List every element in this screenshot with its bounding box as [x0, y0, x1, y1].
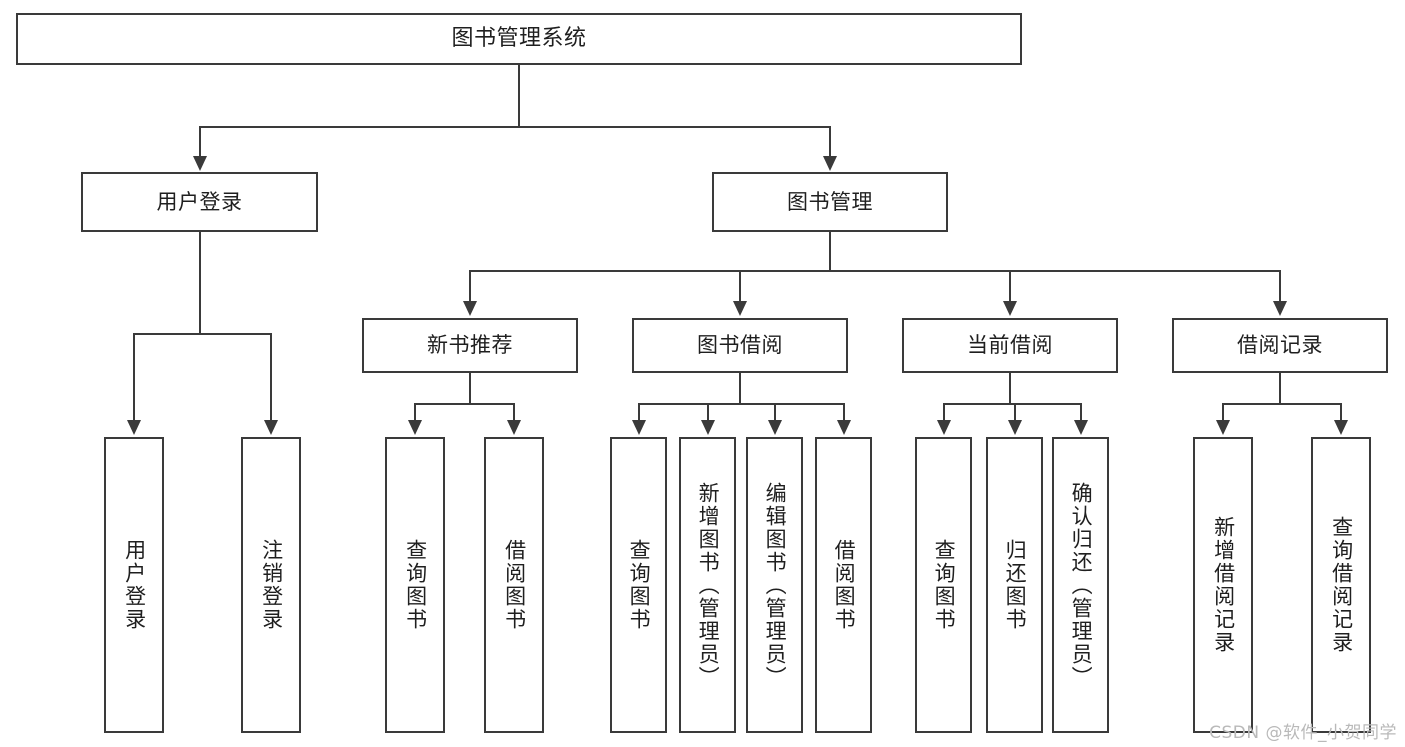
connector-current-bar [943, 403, 1080, 405]
leaf-borrow-query-book[interactable]: 查询图书 [610, 437, 667, 733]
arrowhead-current-3 [1074, 420, 1088, 435]
connector-book-mgmt-bar [469, 270, 1280, 272]
arrowhead-record-2 [1334, 420, 1348, 435]
node-label: 确认归还（管理员） [1069, 481, 1094, 689]
node-label: 新增借阅记录 [1211, 516, 1236, 654]
leaf-current-confirm-return[interactable]: 确认归还（管理员） [1052, 437, 1109, 733]
node-current-borrow[interactable]: 当前借阅 [902, 318, 1118, 373]
node-new-book-recommend[interactable]: 新书推荐 [362, 318, 578, 373]
arrowhead-borrow-1 [632, 420, 646, 435]
node-label: 用户登录 [122, 539, 147, 631]
connector-user-login-drop-2 [270, 333, 272, 422]
node-label: 借阅图书 [502, 539, 527, 631]
arrowhead-book-mgmt-3 [1003, 301, 1017, 316]
connector-user-login-stem [199, 232, 201, 334]
node-book-management[interactable]: 图书管理 [712, 172, 948, 232]
connector-user-login-bar [133, 333, 271, 335]
arrowhead-current-2 [1008, 420, 1022, 435]
connector-user-login-drop-1 [133, 333, 135, 422]
connector-book-mgmt-drop-2 [739, 270, 741, 303]
connector-borrow-bar [638, 403, 845, 405]
connector-current-drop-2 [1014, 403, 1016, 422]
leaf-recommend-borrow-book[interactable]: 借阅图书 [484, 437, 544, 733]
connector-record-drop-1 [1222, 403, 1224, 422]
connector-record-stem [1279, 373, 1281, 404]
leaf-user-login-logout[interactable]: 注销登录 [241, 437, 301, 733]
leaf-record-query-record[interactable]: 查询借阅记录 [1311, 437, 1371, 733]
node-label: 归还图书 [1003, 539, 1028, 631]
arrowhead-recommend-2 [507, 420, 521, 435]
arrowhead-to-user-login [193, 156, 207, 171]
leaf-borrow-add-book[interactable]: 新增图书（管理员） [679, 437, 736, 733]
connector-borrow-drop-2 [707, 403, 709, 422]
node-borrow-record[interactable]: 借阅记录 [1172, 318, 1388, 373]
arrowhead-borrow-2 [701, 420, 715, 435]
connector-recommend-stem [469, 373, 471, 404]
arrowhead-book-mgmt-4 [1273, 301, 1287, 316]
node-user-login[interactable]: 用户登录 [81, 172, 318, 232]
connector-book-mgmt-drop-4 [1279, 270, 1281, 303]
node-label: 图书管理 [787, 189, 873, 214]
node-label: 用户登录 [156, 189, 243, 214]
leaf-recommend-query-book[interactable]: 查询图书 [385, 437, 445, 733]
arrowhead-current-1 [937, 420, 951, 435]
node-label: 查询图书 [932, 539, 957, 631]
leaf-current-query-book[interactable]: 查询图书 [915, 437, 972, 733]
connector-book-mgmt-drop-3 [1009, 270, 1011, 303]
connector-recommend-drop-2 [513, 403, 515, 422]
arrowhead-borrow-3 [768, 420, 782, 435]
connector-root-stem [518, 65, 520, 127]
connector-recommend-drop-1 [414, 403, 416, 422]
arrowhead-to-book-management [823, 156, 837, 171]
arrowhead-book-mgmt-2 [733, 301, 747, 316]
connector-root-bar [199, 126, 831, 128]
leaf-current-return-book[interactable]: 归还图书 [986, 437, 1043, 733]
node-label: 查询图书 [403, 539, 428, 631]
node-label: 借阅记录 [1237, 333, 1323, 358]
arrowhead-borrow-4 [837, 420, 851, 435]
connector-record-bar [1222, 403, 1342, 405]
node-label: 查询图书 [627, 539, 652, 631]
connector-to-book-management [829, 126, 831, 158]
arrowhead-user-login-2 [264, 420, 278, 435]
connector-borrow-stem [739, 373, 741, 404]
leaf-borrow-edit-book[interactable]: 编辑图书（管理员） [746, 437, 803, 733]
arrowhead-record-1 [1216, 420, 1230, 435]
connector-borrow-drop-1 [638, 403, 640, 422]
connector-borrow-drop-4 [843, 403, 845, 422]
node-label: 新书推荐 [427, 333, 513, 358]
node-label: 查询借阅记录 [1329, 516, 1354, 654]
leaf-user-login-login[interactable]: 用户登录 [104, 437, 164, 733]
connector-borrow-drop-3 [774, 403, 776, 422]
node-label: 编辑图书（管理员） [763, 481, 788, 689]
arrowhead-book-mgmt-1 [463, 301, 477, 316]
arrowhead-recommend-1 [408, 420, 422, 435]
leaf-record-add-record[interactable]: 新增借阅记录 [1193, 437, 1253, 733]
node-book-borrow[interactable]: 图书借阅 [632, 318, 848, 373]
connector-to-user-login [199, 126, 201, 158]
connector-current-stem [1009, 373, 1011, 404]
connector-book-mgmt-stem [829, 232, 831, 271]
connector-current-drop-3 [1080, 403, 1082, 422]
node-label: 图书借阅 [697, 333, 783, 358]
arrowhead-user-login-1 [127, 420, 141, 435]
leaf-borrow-borrow-book[interactable]: 借阅图书 [815, 437, 872, 733]
connector-book-mgmt-drop-1 [469, 270, 471, 303]
node-label: 注销登录 [259, 539, 284, 631]
connector-recommend-bar [414, 403, 515, 405]
node-label: 新增图书（管理员） [696, 481, 721, 689]
node-label: 借阅图书 [832, 539, 857, 631]
node-label: 图书管理系统 [451, 26, 587, 52]
connector-record-drop-2 [1340, 403, 1342, 422]
connector-current-drop-1 [943, 403, 945, 422]
node-root-system[interactable]: 图书管理系统 [16, 13, 1022, 65]
node-label: 当前借阅 [967, 333, 1053, 358]
